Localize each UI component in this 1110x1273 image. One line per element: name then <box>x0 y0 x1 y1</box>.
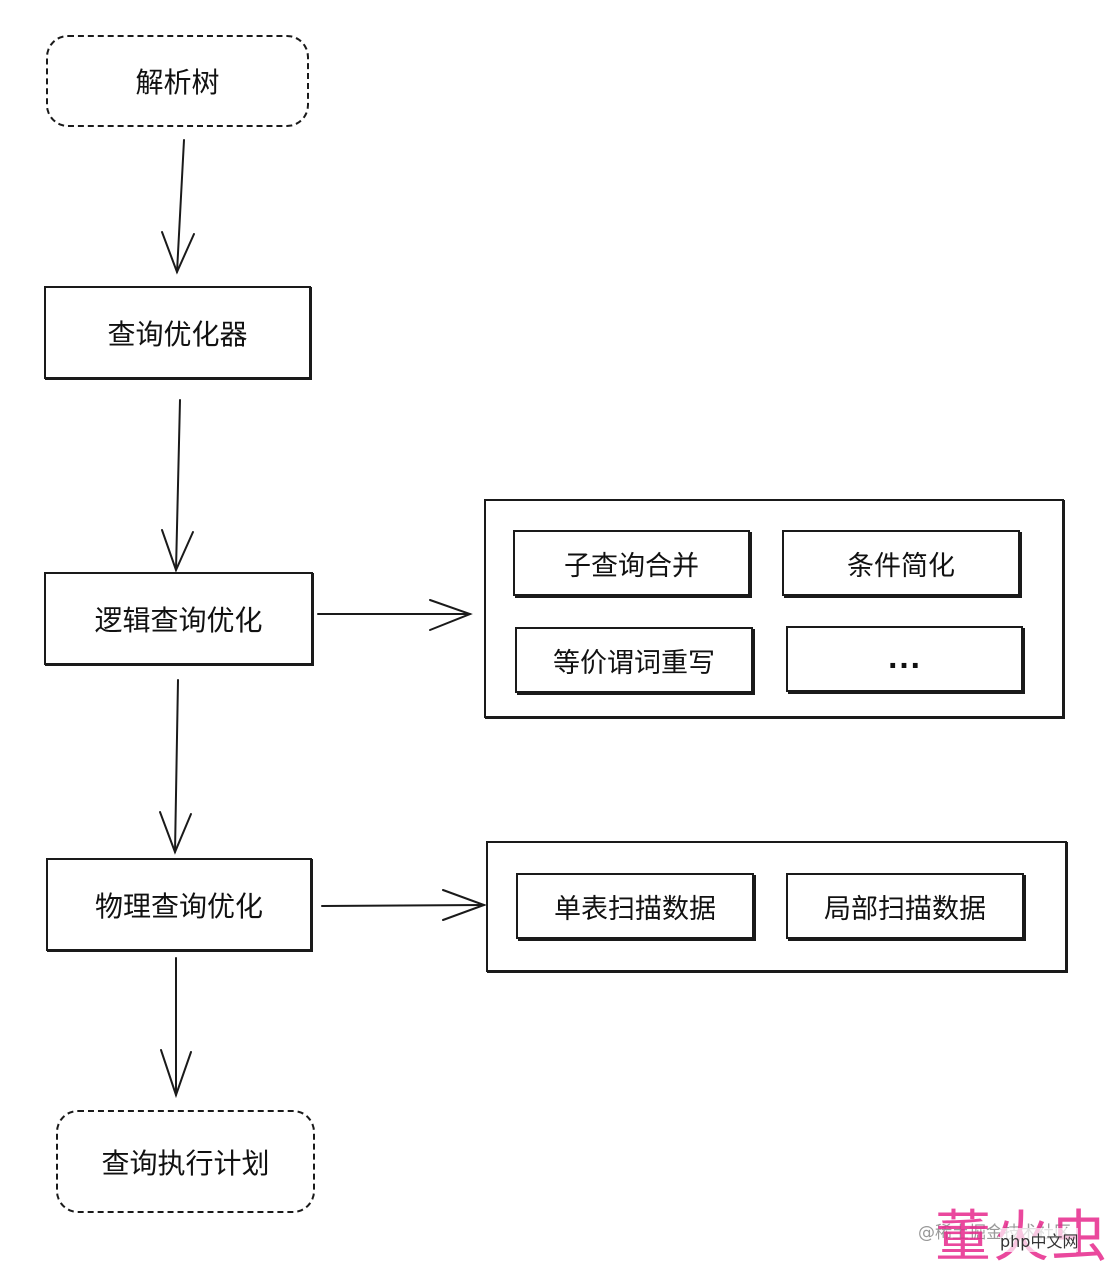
query-optimizer-label: 查询优化器 <box>107 317 248 351</box>
execution-plan-label: 查询执行计划 <box>101 1146 270 1180</box>
logical-optimization-label: 逻辑查询优化 <box>94 603 263 637</box>
physical-item-single-table-scan: 单表扫描数据 <box>516 873 754 939</box>
physical-optimization-label: 物理查询优化 <box>94 889 263 923</box>
physical-methods-group <box>486 841 1067 972</box>
logical-item-label: 条件简化 <box>847 550 955 582</box>
physical-item-label: 单表扫描数据 <box>554 893 716 925</box>
logical-rules-group <box>484 499 1064 718</box>
parse-tree-label: 解析树 <box>135 66 220 99</box>
logical-item-subquery-merge: 子查询合并 <box>513 530 750 596</box>
query-optimizer-node: 查询优化器 <box>44 286 311 379</box>
logical-item-label: 等价谓词重写 <box>553 647 715 679</box>
parse-tree-node: 解析树 <box>46 35 309 127</box>
arrow-logical-to-physical <box>159 679 192 855</box>
physical-optimization-node: 物理查询优化 <box>46 858 312 951</box>
physical-item-partial-scan: 局部扫描数据 <box>786 873 1024 939</box>
logical-item-label: ... <box>887 643 922 675</box>
physical-item-label: 局部扫描数据 <box>824 893 986 925</box>
arrow-logical-to-group <box>317 599 473 631</box>
logical-item-label: 子查询合并 <box>564 550 699 582</box>
logical-item-more: ... <box>786 626 1023 692</box>
arrow-physical-to-group <box>321 889 487 921</box>
arrow-physical-to-plan <box>160 957 192 1099</box>
site-watermark: php中文网 <box>1000 1228 1079 1252</box>
execution-plan-node: 查询执行计划 <box>56 1110 315 1213</box>
logical-item-condition-simplify: 条件简化 <box>782 530 1020 596</box>
arrow-optimizer-to-logical <box>161 399 194 573</box>
logical-optimization-node: 逻辑查询优化 <box>44 572 313 665</box>
arrow-parse-to-optimizer <box>161 139 195 275</box>
logical-item-predicate-rewrite: 等价谓词重写 <box>515 627 753 693</box>
